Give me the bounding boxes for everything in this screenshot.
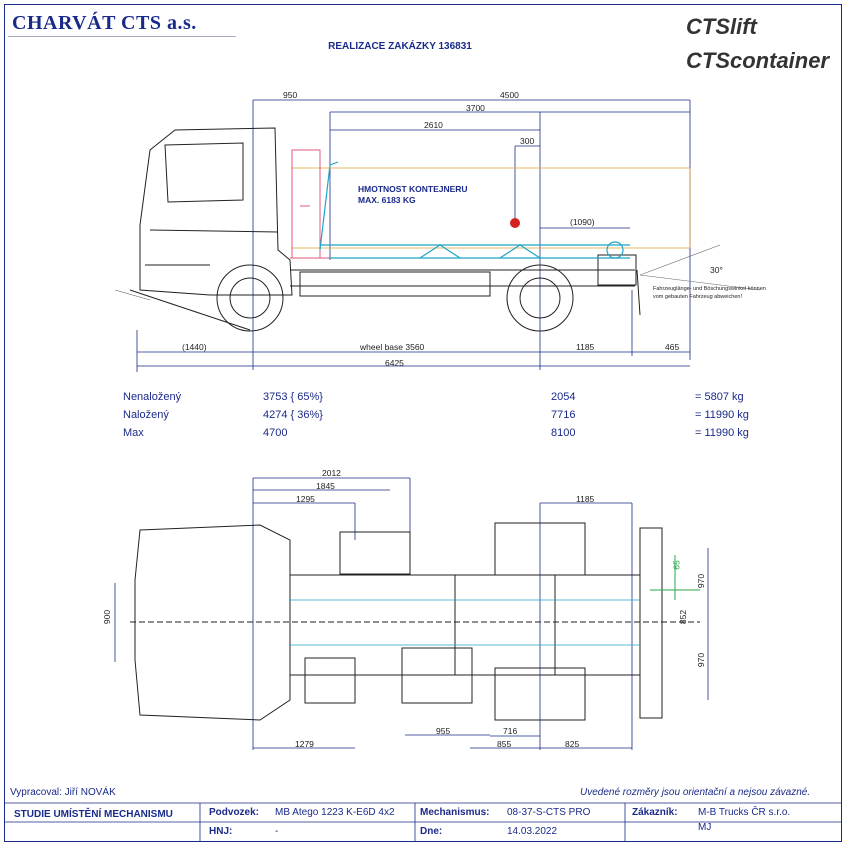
- disclaimer: Uvedené rozměry jsou orientační a nejsou…: [580, 787, 811, 798]
- chassis-label: Podvozek:: [209, 807, 260, 818]
- brand-underline: [8, 36, 236, 37]
- mechanism-label: Mechanismus:: [420, 807, 490, 818]
- center-of-gravity-mark: [510, 218, 520, 228]
- dim-1845: 1845: [316, 481, 335, 491]
- drawn-by: Vypracoval: Jiří NOVÁK: [10, 787, 116, 798]
- dim-1295: 1295: [296, 494, 315, 504]
- hnj-value: -: [275, 826, 279, 837]
- customer-value: M-B Trucks ČR s.r.o.: [698, 807, 791, 818]
- dim-852: 852: [678, 609, 689, 625]
- dim-716: 716: [503, 726, 518, 736]
- date-value: 14.03.2022: [507, 826, 558, 837]
- drawing-title: REALIZACE ZAKÁZKY 136831: [328, 41, 472, 52]
- load-row-2-label: Naložený: [123, 409, 169, 421]
- sheet-frame: [4, 4, 842, 842]
- dim-950: 950: [283, 90, 298, 100]
- dim-2610: 2610: [424, 120, 443, 130]
- dim-970-a: 970: [696, 573, 707, 589]
- cts-lift-logo: CTSlift: [686, 14, 757, 39]
- load-row-3-front: 4700: [263, 427, 288, 439]
- dim-1440: (1440): [182, 342, 207, 352]
- dim-65: 65: [671, 560, 682, 570]
- load-row-2-rear: 7716: [551, 409, 576, 421]
- dim-970-b: 970: [696, 652, 707, 668]
- container-weight-value: MAX. 6183 KG: [358, 195, 416, 205]
- load-row-3-total: = 11990 kg: [695, 427, 749, 439]
- container-weight-label: HMOTNOST KONTEJNERU: [358, 184, 468, 194]
- chassis-value: MB Atego 1223 K-E6D 4x2: [275, 807, 395, 818]
- dim-6425: 6425: [385, 358, 404, 368]
- load-row-2-total: = 11990 kg: [695, 409, 749, 421]
- load-row-1-total: = 5807 kg: [695, 391, 744, 403]
- dim-4500: 4500: [500, 90, 519, 100]
- dim-wheelbase: wheel base 3560: [360, 342, 425, 352]
- dim-1185: 1185: [576, 342, 595, 352]
- dim-2012: 2012: [322, 468, 341, 478]
- hnj-label: HNJ:: [209, 826, 233, 837]
- load-row-3-rear: 8100: [551, 427, 576, 439]
- load-row-1-label: Nenaložený: [123, 391, 182, 403]
- note-line-2: vom gebauten Fahrzeug abweichen!: [653, 294, 742, 300]
- dim-30deg: 30°: [710, 265, 723, 275]
- mechanism-value: 08-37-S-CTS PRO: [507, 807, 591, 818]
- dim-300: 300: [520, 136, 535, 146]
- load-row-1-rear: 2054: [551, 391, 576, 403]
- dim-825: 825: [565, 739, 580, 749]
- date-label: Dne:: [420, 826, 443, 837]
- dim-1090: (1090): [570, 217, 595, 227]
- dim-900: 900: [102, 609, 113, 625]
- company-name: CHARVÁT CTS a.s.: [12, 12, 197, 34]
- load-row-3-label: Max: [123, 427, 144, 439]
- study-title: STUDIE UMÍSTĚNÍ MECHANISMU: [14, 809, 173, 820]
- note-line-1: Fahrzeuglänge- und Böschungswinkel könne…: [653, 286, 766, 292]
- dim-955: 955: [436, 726, 451, 736]
- cts-container-logo: CTScontainer: [686, 48, 830, 73]
- customer-label: Zákazník:: [632, 807, 678, 818]
- load-row-2-front: 4274 { 36%}: [263, 409, 323, 421]
- dim-855: 855: [497, 739, 512, 749]
- dim-3700: 3700: [466, 103, 485, 113]
- dim-1279: 1279: [295, 739, 314, 749]
- dim-465: 465: [665, 342, 680, 352]
- load-row-1-front: 3753 { 65%}: [263, 391, 323, 403]
- dim-1185-top: 1185: [576, 494, 595, 504]
- customer-value-2: MJ: [698, 822, 712, 833]
